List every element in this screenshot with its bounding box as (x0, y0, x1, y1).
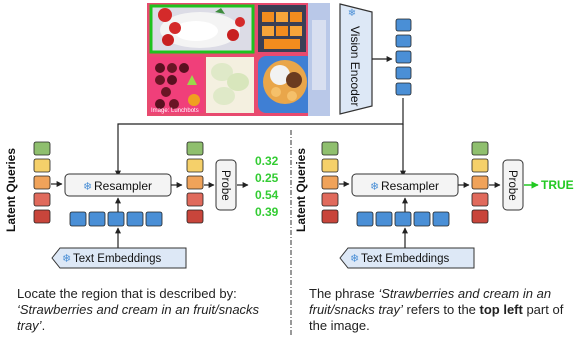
text-embeddings-left-label: Text Embeddings (73, 253, 161, 265)
text-embeddings-left-snowflake-icon: ❄ (62, 253, 71, 265)
vision-encoder: ❄ Vision Encoder (339, 3, 373, 115)
latent-query (33, 209, 51, 224)
output-token (471, 141, 489, 156)
resampler-right-snowflake-icon: ❄ (370, 181, 379, 193)
text-token (145, 211, 163, 227)
score-value: 0.39 (255, 205, 279, 219)
score-value: 0.25 (255, 171, 279, 185)
text-token (394, 211, 412, 227)
text-embeddings-right-label: Text Embeddings (361, 253, 449, 265)
output-token (471, 158, 489, 173)
vision-encoder-snowflake-icon: ❄ (348, 8, 356, 19)
latent-query (33, 175, 51, 190)
latent-query (321, 192, 339, 207)
latent-query (33, 192, 51, 207)
latent-query (321, 209, 339, 224)
resampler-left: ❄ Resampler (64, 173, 172, 197)
latent-queries-label-left: Latent Queries (4, 148, 18, 232)
vision-encoder-label: Vision Encoder (348, 26, 362, 107)
right-caption-quote: ‘Strawberries and cream in an fruit/snac… (309, 286, 552, 317)
text-token (356, 211, 374, 227)
latent-query (33, 141, 51, 156)
left-caption-end: . (41, 318, 46, 333)
output-tokens-left (186, 141, 204, 224)
visual-token (395, 34, 412, 48)
text-token (413, 211, 431, 227)
text-token (375, 211, 393, 227)
text-embeddings-left: ❄ Text Embeddings (51, 247, 187, 269)
right-caption: The phrase ‘Strawberries and cream in an… (309, 286, 577, 334)
latent-query (33, 158, 51, 173)
left-caption-quote: ‘Strawberries and cream in an fruit/snac… (17, 302, 260, 333)
scores: 0.32 0.25 0.54 0.39 (255, 154, 279, 219)
visual-token (395, 18, 412, 32)
right-caption-bold: top left (479, 302, 523, 317)
text-embeddings-right-snowflake-icon: ❄ (350, 253, 359, 265)
probe-right: Probe (502, 159, 524, 211)
score-value: 0.32 (255, 154, 279, 168)
text-token (107, 211, 125, 227)
output-token (471, 209, 489, 224)
latent-query (321, 141, 339, 156)
left-caption-text: Locate the region that is described by: (17, 286, 237, 301)
result-true-label: TRUE (541, 178, 574, 192)
latent-query (321, 175, 339, 190)
visual-token (395, 66, 412, 80)
visual-feature-tokens (395, 18, 412, 96)
visual-token (395, 50, 412, 64)
right-caption-mid: refers to the (402, 302, 480, 317)
probe-left-label: Probe (219, 170, 231, 201)
probe-right-label: Probe (506, 170, 518, 201)
lunchbox-image (147, 3, 330, 116)
latent-query (321, 158, 339, 173)
text-token (432, 211, 450, 227)
text-token (88, 211, 106, 227)
resampler-right-label: Resampler (381, 179, 439, 193)
right-caption-end: part of the image. (309, 302, 564, 333)
right-caption-text: The phrase (309, 286, 379, 301)
output-token (471, 175, 489, 190)
left-caption: Locate the region that is described by: … (17, 286, 279, 334)
text-embeddings-right: ❄ Text Embeddings (339, 247, 475, 269)
resampler-left-label: Resampler (94, 179, 152, 193)
resampler-right: ❄ Resampler (351, 173, 459, 197)
latent-queries-right (321, 141, 339, 224)
output-token (471, 192, 489, 207)
photo-credit: Image: Lunchbots (151, 108, 199, 114)
probe-left: Probe (215, 159, 237, 211)
text-token (126, 211, 144, 227)
features-to-left-resampler-arrow (115, 98, 404, 177)
score-value: 0.54 (255, 188, 279, 202)
text-embedding-tokens-right (356, 211, 450, 227)
latent-queries-left (33, 141, 51, 224)
resampler-left-snowflake-icon: ❄ (83, 181, 92, 193)
visual-token (395, 82, 412, 96)
text-embedding-tokens-left (69, 211, 163, 227)
output-token (186, 141, 204, 156)
output-token (186, 158, 204, 173)
latent-queries-label-right: Latent Queries (294, 148, 308, 232)
output-tokens-right (471, 141, 489, 224)
output-token (186, 209, 204, 224)
text-token (69, 211, 87, 227)
output-token (186, 175, 204, 190)
output-token (186, 192, 204, 207)
